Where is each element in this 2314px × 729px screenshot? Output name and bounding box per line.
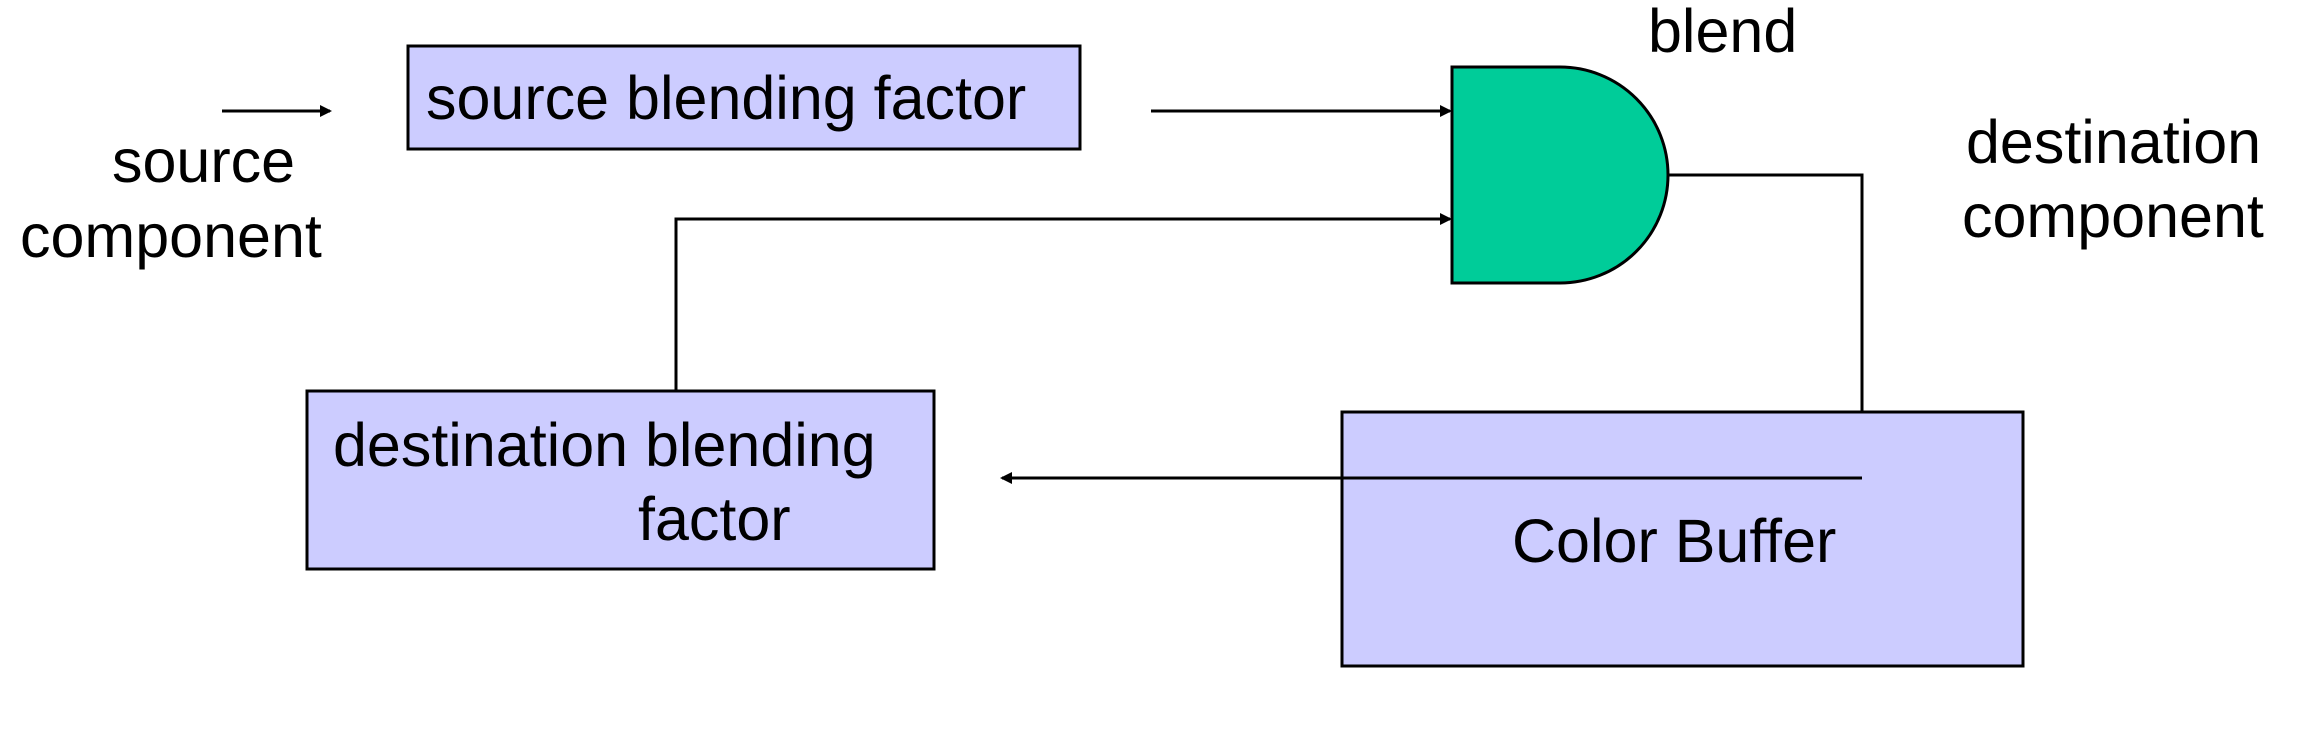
destination-component-label-line2: component <box>1962 182 2264 250</box>
destination-factor-label-line1: destination blending <box>333 411 876 479</box>
destination-factor-box <box>305 389 936 571</box>
source-component-label-line1: source <box>112 127 295 195</box>
source-component-label-line2: component <box>20 202 322 270</box>
source-factor-box <box>406 44 1082 151</box>
destination-factor-label-line2: factor <box>638 485 791 553</box>
blend-gate <box>1450 65 1670 285</box>
blend-output-connector <box>1668 173 1868 478</box>
color-buffer-box <box>1340 410 2025 668</box>
destination-component-label-line1: destination <box>1966 108 2261 176</box>
destination-factor-to-blend-connector <box>674 213 1452 390</box>
source-factor-label: source blending factor <box>426 64 1026 132</box>
color-buffer-label: Color Buffer <box>1512 507 1836 575</box>
blend-label: blend <box>1648 0 1797 65</box>
